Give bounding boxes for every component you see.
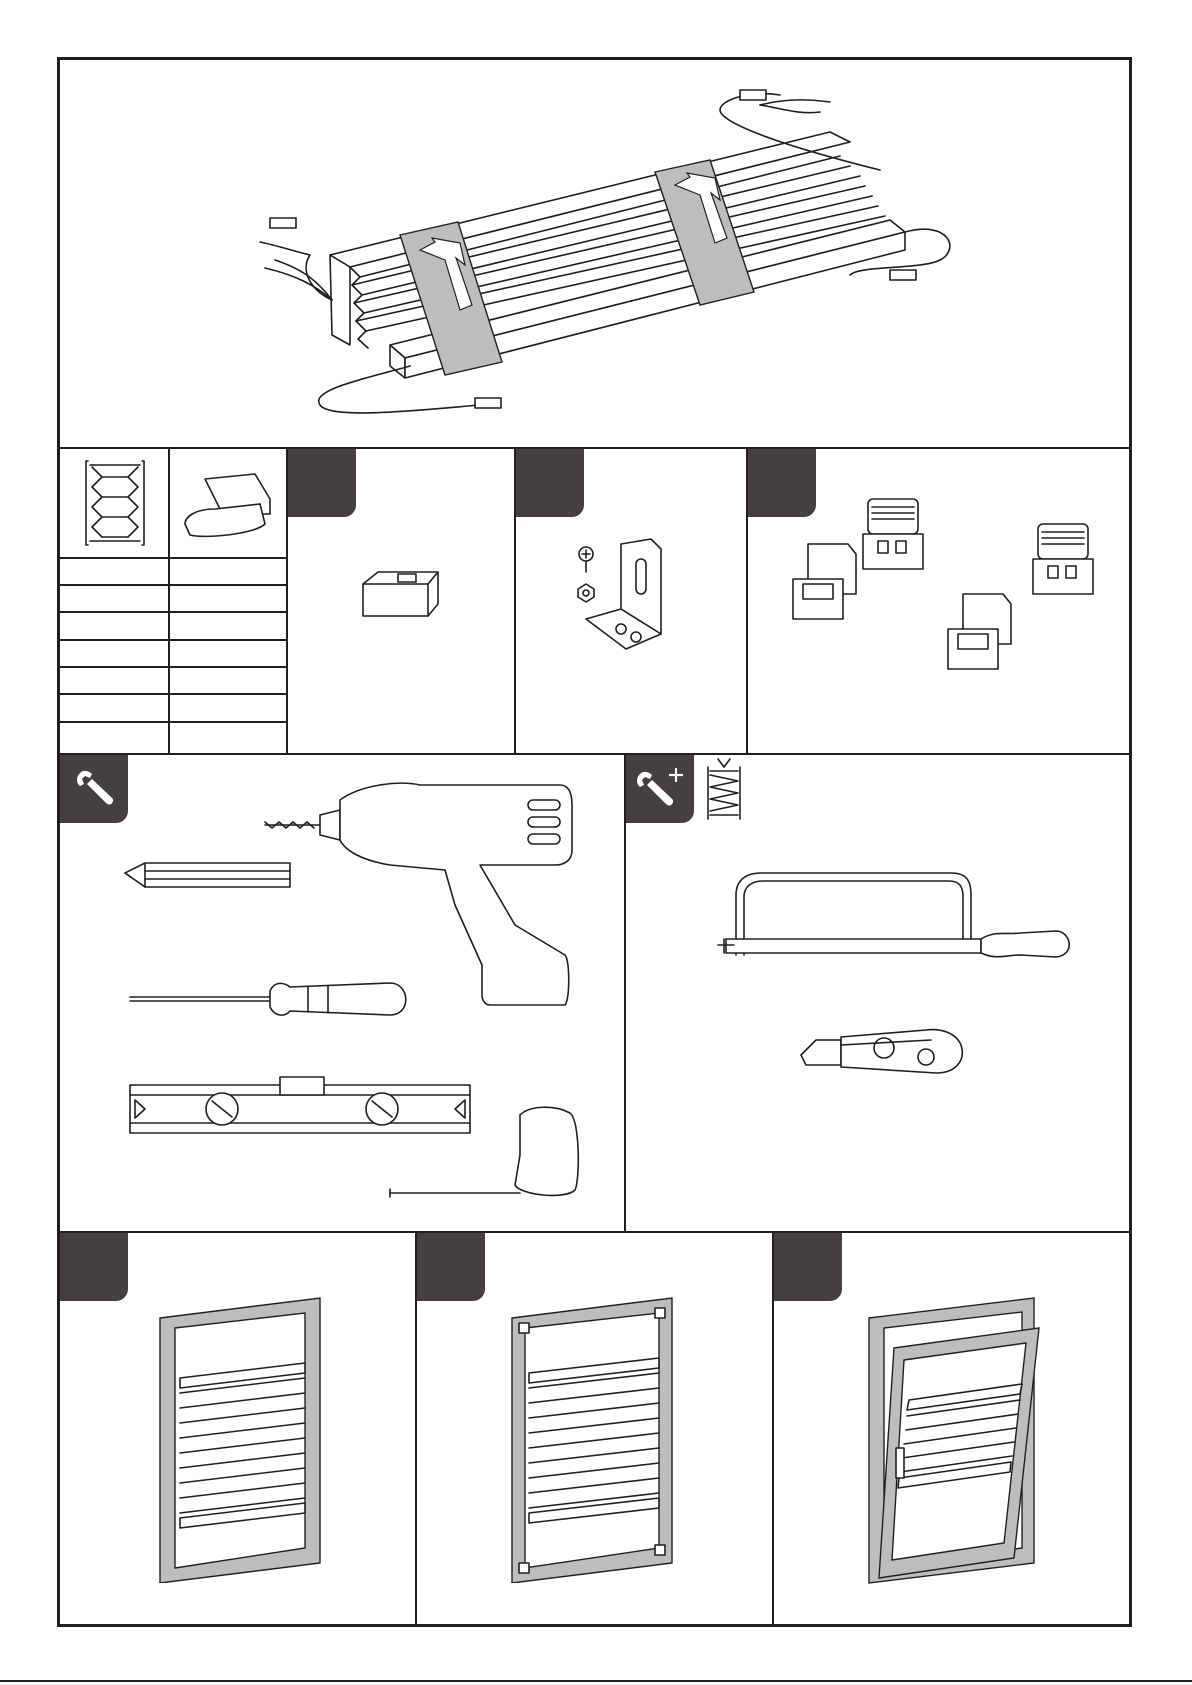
tools-required-panel [60, 755, 626, 1233]
drill-icon [265, 783, 572, 1005]
part-number-tab [288, 449, 356, 517]
table-row [60, 584, 286, 586]
wrench-icon [72, 767, 116, 811]
wrench-plus-icon [632, 764, 688, 814]
window-in-frame-mount-icon [155, 1293, 325, 1583]
wrench-plus-tab [626, 755, 694, 823]
angle-bracket-icon [576, 534, 686, 654]
instruction-sheet [57, 57, 1132, 1627]
option-number-tab [774, 1233, 842, 1301]
install-option-1 [60, 1233, 417, 1624]
pencil-icon [125, 863, 290, 887]
part-angle-bracket [516, 449, 748, 753]
pleated-blind-package-illustration [60, 60, 1129, 449]
table-row [60, 639, 286, 641]
spirit-level-icon [130, 1077, 470, 1133]
end-cap-part-icon [358, 564, 448, 624]
part-end-cap [288, 449, 516, 753]
trim-blind-icon [704, 757, 744, 823]
wrench-tab [60, 755, 128, 823]
clip-holders-set-icon [788, 489, 1108, 689]
part-number-tab [516, 449, 584, 517]
tilted-window-mount-icon [854, 1288, 1044, 1588]
tools-optional-panel [626, 755, 1129, 1233]
table-row [60, 611, 286, 613]
table-row [60, 557, 286, 559]
parts-table [60, 449, 288, 753]
table-row [60, 721, 286, 723]
table-divider [168, 449, 170, 753]
tools-required-illustration [60, 755, 626, 1233]
pleated-blind-icon [80, 457, 150, 549]
table-row [60, 666, 286, 668]
screwdriver-icon [130, 983, 406, 1015]
page-bottom-rule [0, 1680, 1192, 1682]
window-with-clips-mount-icon [507, 1293, 677, 1583]
option-number-tab [60, 1233, 128, 1301]
bracket-clip-icon [175, 469, 283, 549]
part-clip-holders [748, 449, 1129, 753]
install-option-3 [774, 1233, 1129, 1624]
install-option-2 [417, 1233, 774, 1624]
hacksaw-icon [718, 873, 1069, 957]
tools-optional-illustration [626, 755, 1129, 1233]
product-panel [60, 60, 1129, 449]
table-row [60, 693, 286, 695]
option-number-tab [417, 1233, 485, 1301]
utility-knife-icon [801, 1030, 962, 1073]
